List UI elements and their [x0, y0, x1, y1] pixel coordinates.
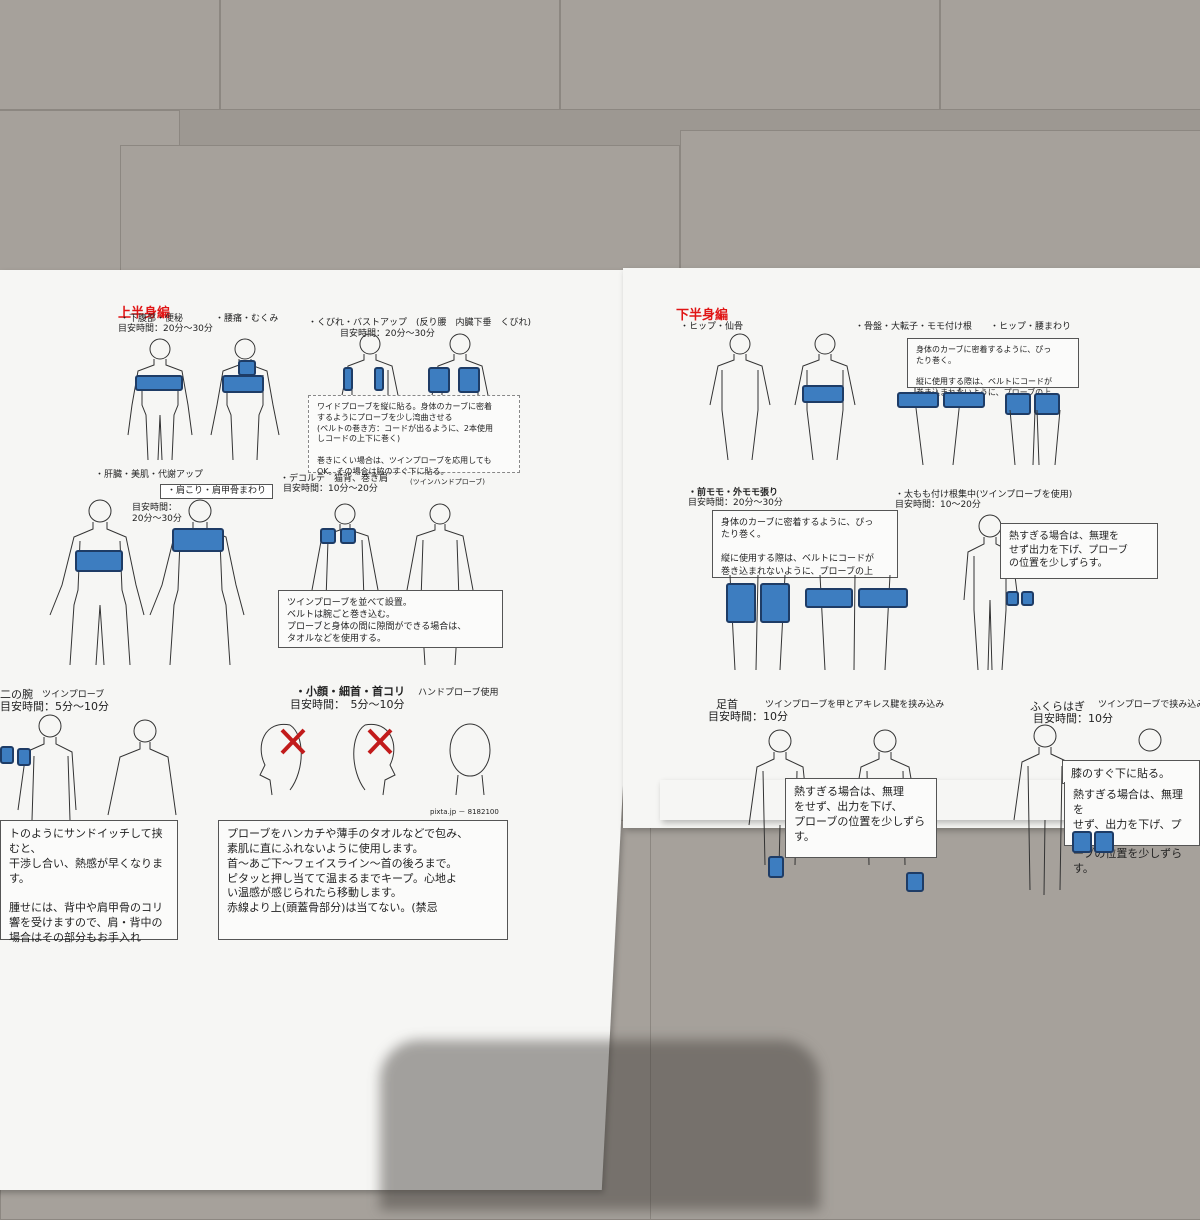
probe-pad — [726, 583, 756, 623]
body-legs-figure — [1009, 410, 1061, 466]
probe-pad — [1021, 591, 1034, 606]
probe-pad — [458, 367, 480, 393]
section-lower-abdomen-label: ・下腹部・便秘 — [120, 314, 184, 324]
body-front-figure — [339, 333, 401, 410]
face-instruction-box: プローブをハンカチや薄手のタオルなどで包み、 素肌に直にふれないように使用します… — [218, 820, 508, 940]
left-sheet-title: 上半身編 — [118, 306, 171, 321]
section-calf-time: 目安時間：10分 — [1033, 712, 1113, 725]
body-back-figure — [107, 719, 177, 816]
probe-pad — [1034, 393, 1060, 415]
head-front-figure — [449, 723, 491, 796]
section-thigh-root-time: 目安時間：10～20分 — [895, 500, 981, 510]
waist-instruction-box: ワイドプローブを縦に貼る。身体のカーブに密着 するようにプローブを少し湾曲させる… — [308, 395, 520, 476]
section-face-label: ・小顔・細首・首コリ — [295, 685, 405, 698]
section-decollete-label: ・デコルテ 猫背、巻き肩 — [280, 474, 389, 484]
section-liver-label: ・肝臓・美肌・代謝アップ — [95, 470, 204, 480]
section-upper-arm-time: 目安時間：5分～10分 — [0, 700, 109, 713]
probe-pad — [172, 528, 224, 552]
thigh-root-instruction-box: 熱すぎる場合は、無理を せず出力を下げ、プローブ の位置を少しずらす。 — [1000, 523, 1158, 579]
body-front-figure — [127, 338, 193, 461]
body-back-figure — [850, 729, 920, 866]
floor-tile — [560, 0, 940, 110]
probe-pad — [1072, 831, 1092, 853]
section-hip-waist-label: ・ヒップ・腰まわり — [990, 322, 1072, 332]
body-front-figure — [1013, 724, 1162, 896]
probe-pad — [428, 367, 450, 393]
body-back-figure — [210, 338, 280, 461]
floor-tile — [650, 820, 1200, 1220]
probe-pad — [222, 375, 264, 393]
upper-arm-instruction-box: トのようにサンドイッチして挟むと、 干渉し合い、熱感が早くなります。 腫せには、… — [0, 820, 178, 944]
section-thigh-root-label: ・太もも付け根集中(ツインプローブを使用) — [895, 490, 1073, 500]
body-front-figure — [17, 714, 77, 820]
body-front-figure — [748, 729, 810, 871]
section-face-tag: ハンドプローブ使用 — [418, 688, 499, 698]
section-ankle-time: 目安時間：10分 — [708, 710, 788, 723]
floor-tile — [0, 0, 220, 110]
probe-pad — [135, 375, 183, 391]
section-ankle-label: 足首 — [716, 698, 738, 711]
probe-pad — [340, 528, 356, 544]
decollete-instruction-box: ツインプローブを並べて設置。 ベルトは腕ごと巻き込む。 プローブと身体の間に隙間… — [278, 590, 503, 648]
probe-pad — [760, 583, 790, 623]
head-side-figure — [353, 723, 396, 796]
floor-tile — [680, 130, 1200, 280]
probe-pad — [1005, 393, 1031, 415]
probe-pad — [943, 392, 985, 408]
right-sheet-title: 下半身編 — [676, 308, 729, 323]
image-credit: pixta.jp － 8182100 — [430, 808, 499, 816]
section-hip-label: ・ヒップ・仙骨 — [680, 322, 744, 332]
probe-pad — [0, 746, 14, 764]
section-upper-arm-tag: ツインプローブ — [42, 690, 105, 700]
section-front-thigh-label: ・前モモ・外モモ張り — [688, 488, 779, 498]
pelvis-instruction-box: 身体のカーブに密着するように、ぴっ たり巻く。 縦に使用する際は、ベルトにコード… — [907, 338, 1079, 397]
probe-pad — [802, 385, 844, 403]
probe-pad — [805, 588, 853, 608]
body-back-figure — [794, 333, 856, 461]
section-calf-tag: ツインプローブで挟み込み — [1098, 700, 1200, 710]
probe-pad — [374, 367, 384, 391]
body-back-figure — [429, 333, 491, 410]
head-side-figure — [259, 723, 306, 796]
section-shoulder-tag: ・肩こり・肩甲骨まわり — [160, 484, 274, 500]
probe-pad — [343, 367, 353, 391]
body-front-figure — [709, 333, 771, 461]
section-decollete-tag: (ツインハンドプローブ) — [410, 478, 486, 486]
ankle-instruction-box: 熱すぎる場合は、無理 をせず、出力を下げ、 プローブの位置を少しずら す。 — [785, 778, 937, 858]
body-back-figure — [149, 499, 245, 666]
front-thigh-instruction-box: 身体のカーブに密着するように、ぴっ たり巻く。 縦に使用する際は、ベルトにコード… — [712, 510, 898, 578]
section-back-pain-label: ・腰痛・むくみ — [215, 314, 279, 324]
probe-pad — [906, 872, 924, 892]
floor-tile — [940, 0, 1200, 110]
section-lower-abdomen-time: 目安時間：20分～30分 — [118, 324, 213, 334]
section-ankle-tag: ツインプローブを甲とアキレス腱を挟み込み — [765, 700, 945, 710]
probe-pad — [1094, 831, 1114, 853]
probe-pad — [897, 392, 939, 408]
photographer-shadow — [380, 1040, 820, 1210]
section-decollete-time: 目安時間：10分～20分 — [283, 484, 378, 494]
section-front-thigh-time: 目安時間：20分～30分 — [688, 498, 783, 508]
body-front-figure — [49, 499, 145, 666]
probe-pad — [75, 550, 123, 572]
probe-pad — [858, 588, 908, 608]
calf-position-note: 膝のすぐ下に貼る。 — [1062, 760, 1200, 784]
section-calf-label: ふくらはぎ — [1030, 700, 1085, 713]
probe-pad — [320, 528, 336, 544]
floor-tile — [220, 0, 560, 110]
probe-pad — [238, 360, 256, 376]
section-face-time: 目安時間： 5分～10分 — [290, 698, 405, 711]
section-pelvis-label: ・骨盤・大転子・モモ付け根 — [855, 322, 973, 332]
probe-pad — [1006, 591, 1019, 606]
floor-tile — [120, 145, 680, 275]
probe-pad — [17, 748, 31, 766]
section-upper-arm-label: 二の腕 — [0, 688, 33, 701]
body-back-figure — [406, 503, 474, 666]
section-waist-time: 目安時間：20分～30分 — [340, 329, 435, 339]
probe-pad — [768, 856, 784, 878]
section-waist-label: ・くびれ・バストアップ (反り腰 内臓下垂 くびれ) — [308, 318, 532, 328]
section-liver-time: 目安時間： 20分～30分 — [132, 503, 182, 525]
